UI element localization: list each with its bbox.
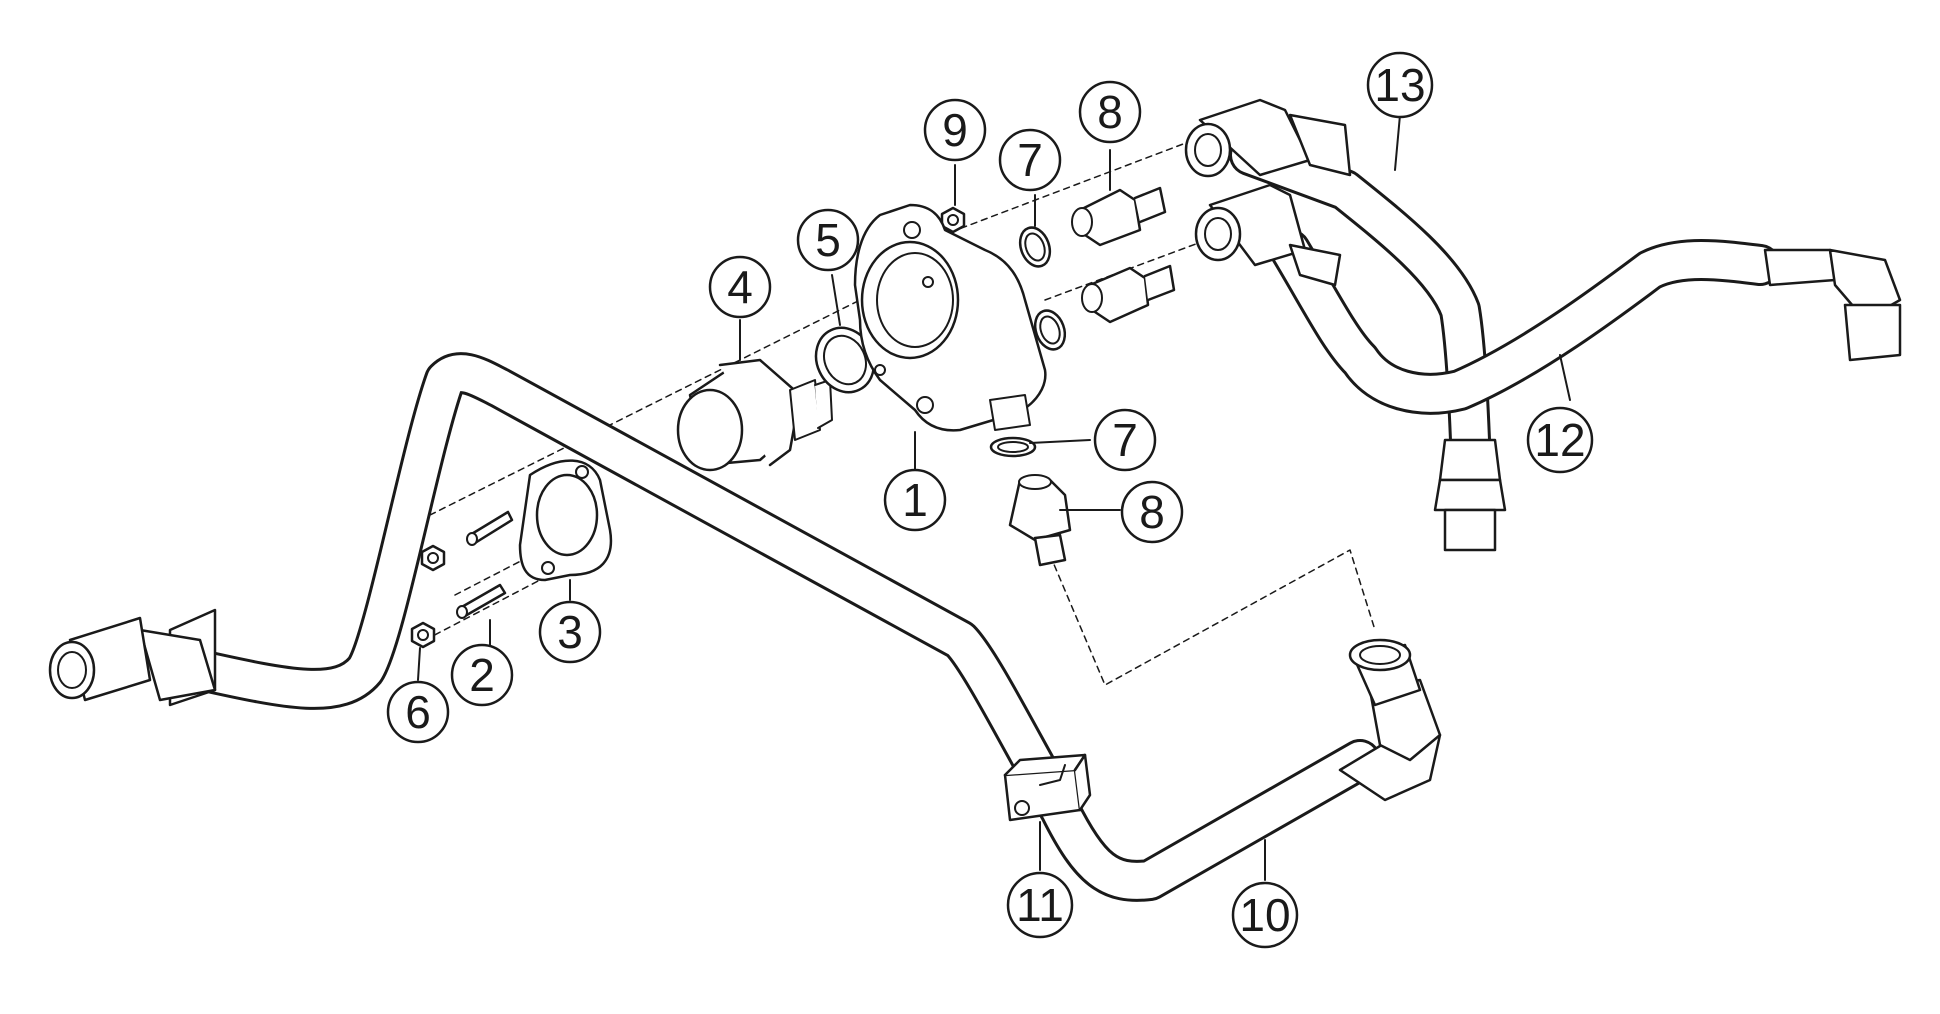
callout-11: 11	[1006, 871, 1074, 939]
callout-2-label: 2	[469, 649, 495, 701]
callout-12: 12	[1526, 406, 1594, 474]
o-ring-large	[814, 326, 876, 394]
callout-7-lower: 7	[1093, 408, 1157, 472]
callout-7-label: 7	[1017, 134, 1043, 186]
callout-11-label: 11	[1016, 879, 1064, 931]
dowel-pins	[456, 510, 514, 619]
callout-9-label: 9	[942, 104, 968, 156]
callout-8-lower-label: 8	[1139, 486, 1165, 538]
housing-body	[853, 203, 1047, 432]
callout-5: 5	[796, 208, 860, 272]
callout-1-label: 1	[902, 474, 928, 526]
long-tube-assembly	[48, 352, 1442, 902]
upper-tubes-assembly	[1184, 98, 1902, 552]
callout-13: 13	[1366, 51, 1434, 119]
callout-8-lower: 8	[1120, 480, 1184, 544]
callout-7: 7	[998, 128, 1062, 192]
callout-10: 10	[1231, 881, 1299, 949]
callout-1: 1	[883, 468, 947, 532]
callout-2: 2	[450, 643, 514, 707]
leader-lines	[417, 114, 1571, 881]
callout-3-label: 3	[557, 606, 583, 658]
gasket	[518, 459, 613, 582]
sensor-unit	[676, 358, 833, 472]
callouts: 1 2 3 4 5 6 7 7	[386, 51, 1594, 949]
callout-9: 9	[923, 98, 987, 162]
callout-10-label: 10	[1239, 889, 1290, 941]
callout-4: 4	[708, 255, 772, 319]
callout-3: 3	[538, 600, 602, 664]
callout-5-label: 5	[815, 214, 841, 266]
callout-13-label: 13	[1374, 59, 1425, 111]
callout-4-label: 4	[727, 261, 753, 313]
callout-7-lower-label: 7	[1112, 414, 1138, 466]
callout-8-label: 8	[1097, 86, 1123, 138]
o-rings-small	[989, 226, 1067, 458]
callout-8: 8	[1078, 80, 1142, 144]
callout-6-label: 6	[405, 686, 431, 738]
callout-12-label: 12	[1534, 414, 1585, 466]
adapter-fittings	[1008, 186, 1176, 567]
callout-6: 6	[386, 680, 450, 744]
